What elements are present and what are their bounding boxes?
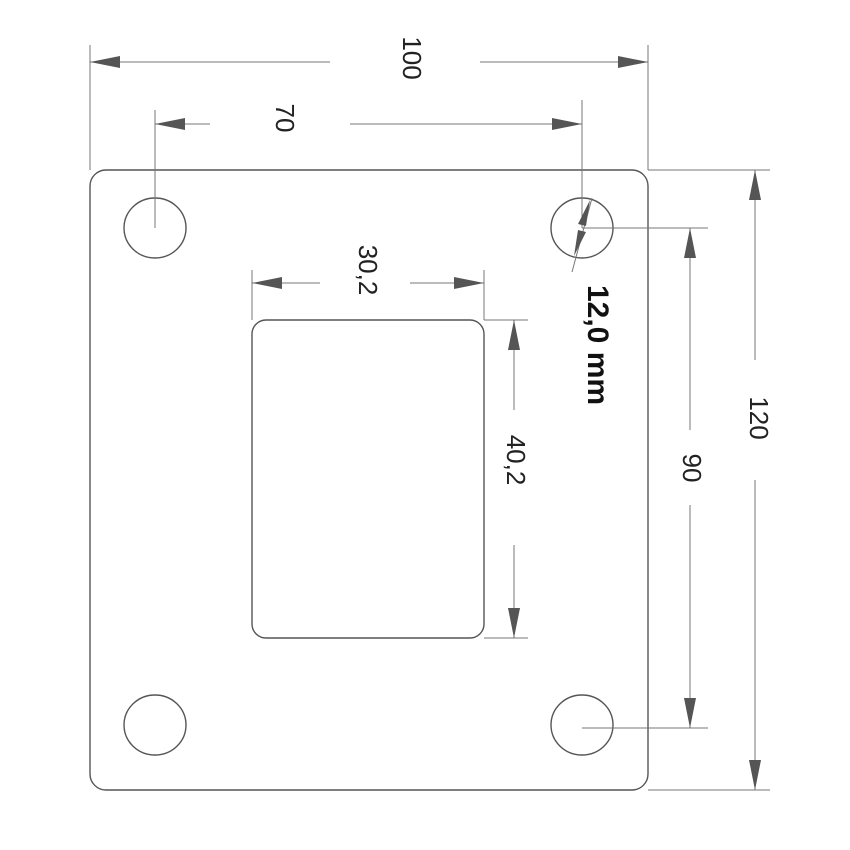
hole-bottom-left bbox=[123, 694, 187, 756]
hole-bottom-right bbox=[550, 694, 614, 756]
dim-cutout-height: 40,2 bbox=[484, 319, 531, 639]
dim-label-70: 70 bbox=[270, 104, 300, 133]
plate-outline bbox=[89, 169, 649, 791]
dim-hole-spacing-y: 90 bbox=[582, 227, 708, 729]
dim-overall-width: 100 bbox=[89, 36, 649, 170]
dim-label-30-2: 30,2 bbox=[353, 245, 383, 296]
dim-hole-spacing-x: 70 bbox=[154, 100, 583, 228]
dim-label-100: 100 bbox=[397, 36, 427, 79]
center-cutout bbox=[251, 319, 485, 639]
dim-label-12-0-mm: 12,0 mm bbox=[581, 285, 614, 405]
dim-label-120: 120 bbox=[744, 396, 774, 439]
dim-cutout-width: 30,2 bbox=[251, 245, 485, 320]
dim-hole-diameter: 12,0 mm bbox=[571, 197, 614, 405]
dim-overall-height: 120 bbox=[648, 169, 774, 791]
dim-label-90: 90 bbox=[677, 454, 707, 483]
dim-label-40-2: 40,2 bbox=[501, 435, 531, 486]
